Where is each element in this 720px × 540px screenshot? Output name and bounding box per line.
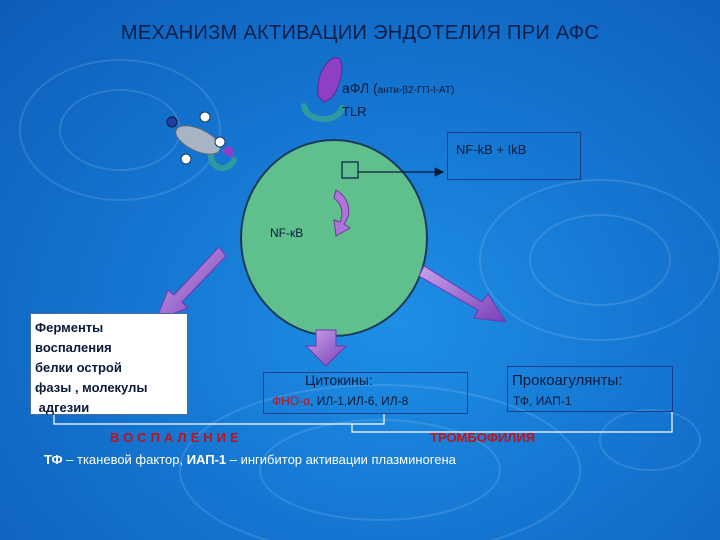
afl-sub-text: анти-β2-ГП-I-АТ) — [377, 85, 455, 96]
footnote-tf-def: – тканевой фактор, — [62, 452, 187, 467]
nfkb-complex-text: NF-kB + IkB — [456, 142, 527, 157]
arrow-to-enzymes — [155, 246, 227, 321]
enzymes-line: адгезии — [35, 400, 90, 415]
thrombophilia-bracket — [351, 412, 673, 433]
footnote-pai-def: – ингибитор активации плазминогена — [226, 452, 456, 467]
translocation-arrow-icon — [333, 189, 351, 237]
inflammation-bracket — [53, 414, 385, 425]
nfkb-inside-label: NF-кВ — [270, 226, 304, 240]
receptor-ligand-icon — [222, 146, 234, 158]
enzymes-line: Ферменты — [35, 320, 104, 335]
nfkb-marker-square — [341, 161, 359, 179]
footnote-pai: ИАП-1 — [186, 452, 227, 467]
interleukins-text: , ИЛ-1,ИЛ-6, ИЛ-8 — [310, 394, 409, 408]
tnf-alpha-text: ФНО-α — [272, 394, 311, 408]
enzymes-box: Ферменты воспаления белки острой фазы , … — [30, 313, 188, 415]
tlr-label: TLR — [342, 104, 367, 119]
molecule-node-icon — [180, 153, 192, 165]
inflammation-label: ВОСПАЛЕНИЕ — [110, 430, 243, 445]
antibody-afl-icon — [317, 57, 343, 103]
enzymes-line: белки острой — [35, 360, 122, 375]
cytokines-list: ФНО-α, ИЛ-1,ИЛ-6, ИЛ-8 — [272, 394, 408, 408]
arrow-to-cytokines — [304, 329, 348, 367]
afl-main-text: аФЛ ( — [342, 80, 378, 96]
arrow-to-procoagulants — [418, 265, 507, 323]
enzymes-line: воспаления — [35, 340, 112, 355]
cytokines-title: Цитокины: — [305, 372, 373, 388]
footnote-tf: ТФ — [44, 452, 63, 467]
molecule-node-icon — [199, 111, 211, 123]
tlr-receptor-icon — [301, 103, 345, 123]
cytokines-box — [263, 372, 468, 414]
thrombophilia-label: ТРОМБОФИЛИЯ — [430, 430, 536, 445]
endothelial-cell — [240, 139, 428, 337]
footnote: ТФ – тканевой фактор, ИАП-1 – ингибитор … — [44, 452, 456, 467]
procoagulants-list: ТФ, ИАП-1 — [513, 394, 572, 408]
nfkb-complex-box: NF-kB + IkB — [447, 132, 581, 180]
procoagulants-title: Прокоагулянты: — [512, 372, 623, 389]
procoagulants-box — [507, 366, 673, 412]
molecule-icon — [175, 125, 221, 155]
molecule-node-icon — [214, 136, 226, 148]
molecule-node-icon — [166, 116, 178, 128]
enzymes-line: фазы , молекулы — [35, 380, 148, 395]
page-title: МЕХАНИЗМ АКТИВАЦИИ ЭНДОТЕЛИЯ ПРИ АФС — [120, 22, 600, 44]
afl-label: аФЛ (анти-β2-ГП-I-АТ) — [342, 80, 454, 96]
